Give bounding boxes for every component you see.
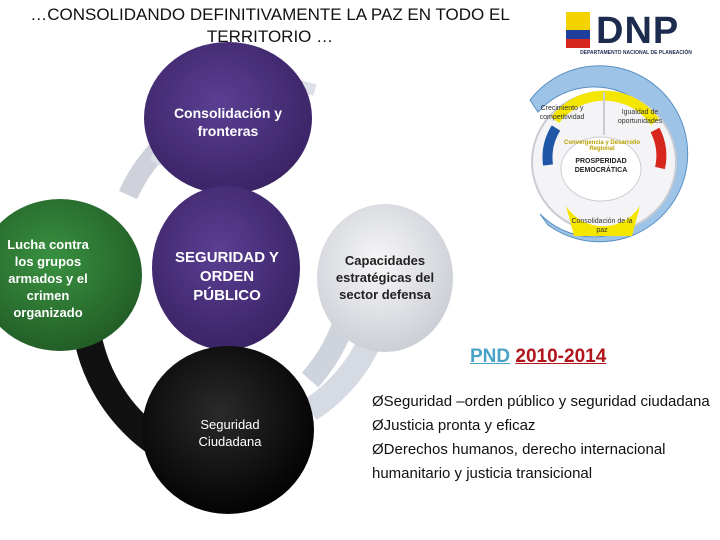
wheel-center: PROSPERIDAD DEMOCRÁTICA — [574, 158, 628, 174]
node-seguridad-ciudadana — [142, 346, 314, 514]
pnd-heading: PND 2010-2014 — [470, 346, 606, 368]
pnd-label: PND — [470, 346, 511, 367]
label-seguridad-ciudadana: Seguridad Ciudadana — [198, 417, 262, 449]
slide-title: …CONSOLIDANDO DEFINITIVAMENTE LA PAZ EN … — [30, 5, 510, 46]
label-lucha: Lucha contra los grupos armados y el cri… — [7, 237, 89, 320]
logo-subtitle: DEPARTAMENTO NACIONAL DE PLANEACIÓN — [580, 50, 692, 56]
plan-bullets: ØSeguridad –orden público y seguridad ci… — [372, 390, 712, 486]
node-capacidades — [317, 204, 453, 352]
label-consolidacion: Consolidación y fronteras — [173, 105, 283, 139]
pnd-years: 2010-2014 — [515, 346, 607, 367]
wheel-arc-text: Convergencia y Desarrollo Regional — [563, 140, 641, 152]
colombia-flag-icon — [566, 12, 590, 48]
node-consolidacion — [144, 42, 312, 194]
node-lucha — [0, 199, 142, 351]
label-capacidades: Capacidades estratégicas del sector defe… — [335, 253, 435, 302]
node-seguridad-orden — [152, 186, 300, 350]
wheel-top-right: Igualdad de oportunidades — [617, 109, 663, 125]
label-seguridad-orden: SEGURIDAD Y ORDEN PÚBLICO — [175, 249, 279, 304]
wheel-top-left: Crecimiento y competitividad — [539, 105, 585, 121]
wheel-bottom: Consolidación de la paz — [571, 218, 633, 234]
logo-name: DNP — [596, 10, 680, 52]
prosperity-wheel — [529, 65, 689, 243]
bullet-item: ØJusticia pronta y eficaz — [372, 417, 536, 434]
bullet-item: ØSeguridad –orden público y seguridad ci… — [372, 393, 710, 410]
bullet-item: ØDerechos humanos, derecho internacional… — [372, 441, 666, 482]
